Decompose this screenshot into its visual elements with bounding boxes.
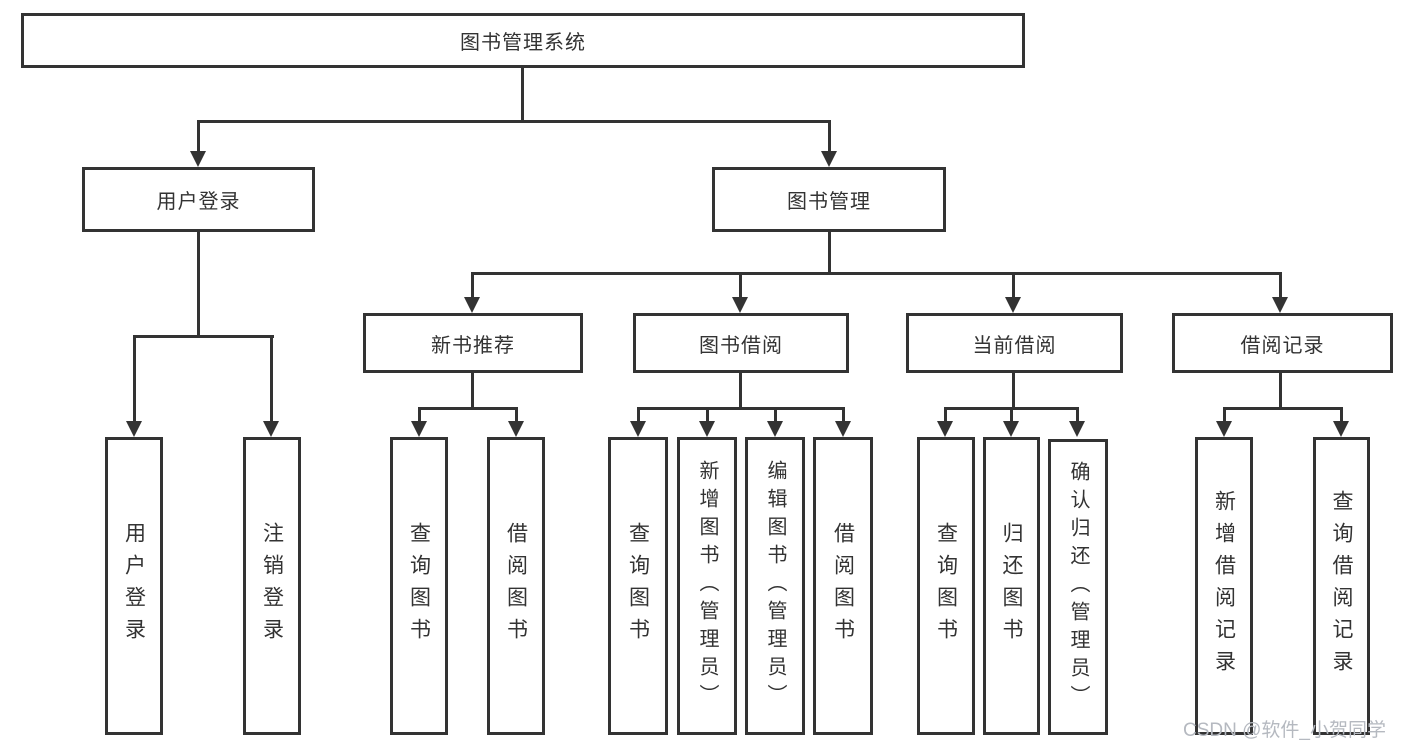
arrow-to-leaf-add-book-admin — [699, 421, 715, 437]
arrow-to-user-login — [190, 151, 206, 167]
arrow-to-book-borrowing — [732, 297, 748, 313]
leaf-add-borrow-record: 新增借阅记录 — [1195, 437, 1253, 735]
node-borrowing-records: 借阅记录 — [1172, 313, 1393, 373]
leaf-borrow-books-2: 借阅图书 — [813, 437, 873, 735]
connector-leaf-drop — [1010, 407, 1013, 422]
arrow-to-leaf-query-borrow-record — [1333, 421, 1349, 437]
connector-leaf-drop — [1076, 407, 1079, 422]
node-new-book-recommendation: 新书推荐 — [363, 313, 583, 373]
connector-book-management-stem — [828, 232, 831, 275]
leaf-label: 新增图书（管理员） — [696, 460, 718, 712]
connector-leaf-drop — [774, 407, 777, 422]
connector-current-stem — [1012, 373, 1015, 410]
leaf-label: 归还图书 — [1000, 522, 1023, 650]
leaf-label: 查询图书 — [934, 522, 958, 650]
leaf-label: 查询图书 — [407, 522, 431, 650]
connector-book-management-bar — [471, 272, 1282, 275]
connector-leaf-drop — [1340, 407, 1343, 422]
connector-leaf-drop — [1223, 407, 1226, 422]
leaf-label: 借阅图书 — [831, 522, 855, 650]
arrow-to-current-borrowing — [1005, 297, 1021, 313]
arrow-to-leaf-confirm-return-admin — [1069, 421, 1085, 437]
connector-records-bar — [1223, 407, 1343, 410]
leaf-return-books: 归还图书 — [983, 437, 1040, 735]
connector-borrowing-stem — [739, 373, 742, 410]
node-label: 图书管理系统 — [460, 32, 586, 54]
node-book-borrowing: 图书借阅 — [633, 313, 849, 373]
csdn-watermark: CSDN @软件_小贺同学 — [1183, 720, 1386, 741]
leaf-query-books-1: 查询图书 — [390, 437, 448, 735]
node-label: 当前借阅 — [972, 334, 1057, 357]
node-library-management-system: 图书管理系统 — [21, 13, 1025, 68]
leaf-user-login: 用户登录 — [105, 437, 163, 735]
arrow-to-leaf-logout — [263, 421, 279, 437]
node-label: 图书管理 — [787, 191, 871, 213]
connector-leaf-drop — [944, 407, 947, 422]
node-label: 借阅记录 — [1240, 334, 1325, 357]
node-book-management: 图书管理 — [712, 167, 946, 232]
connector-borrowing-bar — [637, 407, 845, 410]
node-label: 图书借阅 — [699, 334, 783, 357]
connector-leaf-drop — [637, 407, 640, 422]
node-current-borrowing: 当前借阅 — [906, 313, 1123, 373]
leaf-query-borrow-record: 查询借阅记录 — [1313, 437, 1370, 735]
leaf-label: 查询借阅记录 — [1330, 490, 1353, 682]
leaf-label: 查询图书 — [626, 522, 650, 650]
node-user-login: 用户登录 — [82, 167, 315, 232]
leaf-confirm-return-admin: 确认归还（管理员） — [1048, 439, 1108, 735]
arrow-to-leaf-query-books-2 — [630, 421, 646, 437]
connector-user-login-drop — [197, 120, 200, 153]
connector-leaf-drop — [270, 335, 273, 422]
leaf-logout: 注销登录 — [243, 437, 301, 735]
arrow-to-leaf-return-books — [1003, 421, 1019, 437]
connector-book-management-drop — [828, 120, 831, 153]
leaf-query-books-3: 查询图书 — [917, 437, 975, 735]
connector-records-stem — [1279, 373, 1282, 410]
arrow-to-leaf-query-books-3 — [937, 421, 953, 437]
leaf-add-book-admin: 新增图书（管理员） — [677, 437, 737, 735]
arrow-to-book-management — [821, 151, 837, 167]
leaf-label: 编辑图书（管理员） — [764, 460, 786, 712]
connector-recommendation-bar — [418, 407, 518, 410]
connector-recommendation-stem — [471, 373, 474, 410]
node-label: 新书推荐 — [431, 334, 515, 357]
connector-leaf-drop — [418, 407, 421, 422]
arrow-to-leaf-add-borrow-record — [1216, 421, 1232, 437]
leaf-query-books-2: 查询图书 — [608, 437, 668, 735]
node-label: 用户登录 — [156, 191, 241, 213]
connector-user-login-stem — [197, 232, 200, 338]
arrow-to-leaf-user-login — [126, 421, 142, 437]
connector-level3-drop — [471, 272, 474, 299]
connector-root-bar — [197, 120, 831, 123]
arrow-to-new-book-recommendation — [464, 297, 480, 313]
connector-root-stem — [521, 68, 524, 123]
leaf-borrow-books-1: 借阅图书 — [487, 437, 545, 735]
connector-level3-drop — [1279, 272, 1282, 299]
connector-level3-drop — [1012, 272, 1015, 299]
arrow-to-leaf-query-books-1 — [411, 421, 427, 437]
connector-level3-drop — [739, 272, 742, 299]
leaf-label: 注销登录 — [260, 522, 284, 650]
arrow-to-borrowing-records — [1272, 297, 1288, 313]
leaf-edit-book-admin: 编辑图书（管理员） — [745, 437, 805, 735]
arrow-to-leaf-borrow-books-1 — [508, 421, 524, 437]
connector-user-login-bar — [133, 335, 274, 338]
connector-leaf-drop — [706, 407, 709, 422]
connector-leaf-drop — [133, 335, 136, 422]
arrow-to-leaf-borrow-books-2 — [835, 421, 851, 437]
leaf-label: 借阅图书 — [504, 522, 528, 650]
connector-leaf-drop — [842, 407, 845, 422]
arrow-to-leaf-edit-book-admin — [767, 421, 783, 437]
leaf-label: 确认归还（管理员） — [1067, 461, 1089, 713]
leaf-label: 用户登录 — [122, 522, 146, 650]
connector-leaf-drop — [515, 407, 518, 422]
leaf-label: 新增借阅记录 — [1212, 490, 1236, 682]
